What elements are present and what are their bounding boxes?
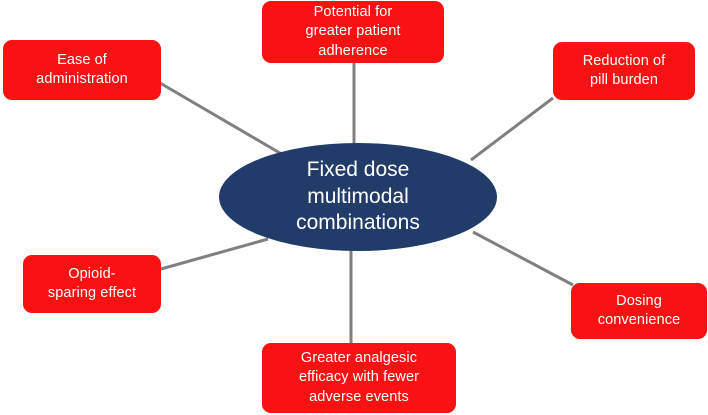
connector-reduction-pill-burden: [470, 96, 554, 162]
connector-ease-of-administration: [159, 81, 286, 158]
connector-dosing-convenience: [472, 230, 574, 287]
node-opioid-sparing-effect[interactable]: Opioid-sparing effect: [23, 255, 161, 313]
connector-opioid-sparing-effect: [160, 237, 269, 271]
node-label-opioid-sparing-effect: Opioid-sparing effect: [47, 265, 137, 301]
